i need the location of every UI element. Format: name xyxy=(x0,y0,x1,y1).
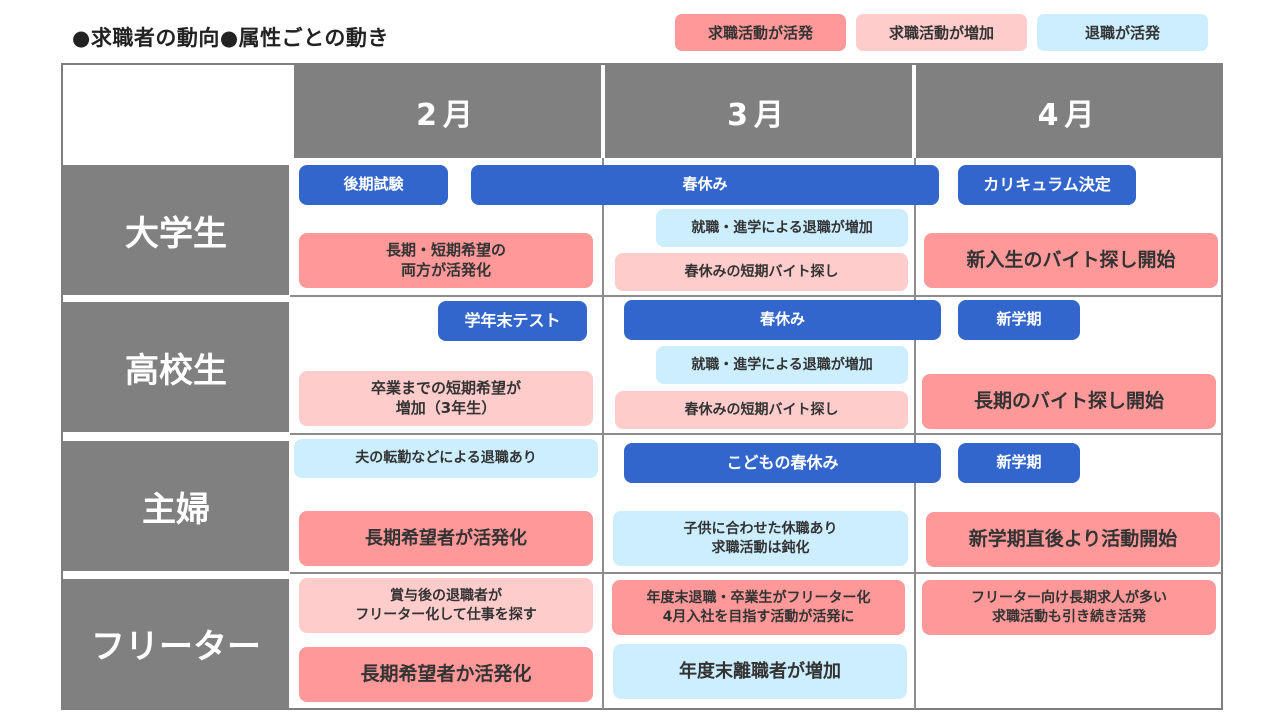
event-spring-break: 春休み xyxy=(624,300,941,340)
event-curriculum: カリキュラム決定 xyxy=(958,165,1136,205)
event-new-term: 新学期 xyxy=(958,300,1080,340)
legend-active: 求職活動が活発 xyxy=(675,14,846,51)
row-divider xyxy=(290,572,1222,574)
note-active: 長期のバイト探し開始 xyxy=(922,374,1216,429)
row-label-housewife: 主婦 xyxy=(63,441,289,571)
note-increase: 卒業までの短期希望が 増加（3年生） xyxy=(299,371,593,426)
legend-increase: 求職活動が増加 xyxy=(856,14,1027,51)
event-spring-break: 春休み xyxy=(471,165,939,205)
note-active: フリーター向け長期求人が多い 求職活動も引き続き活発 xyxy=(922,580,1216,635)
note-retire: 就職・進学による退職が増加 xyxy=(656,346,908,384)
note-retire: 就職・進学による退職が増加 xyxy=(656,209,908,247)
event-late-exam: 後期試験 xyxy=(299,165,448,205)
event-final-test: 学年末テスト xyxy=(438,301,587,341)
legend-retire: 退職が活発 xyxy=(1037,14,1208,51)
column-divider xyxy=(602,158,604,709)
note-active: 長期希望者か活発化 xyxy=(299,647,593,702)
row-label-highschool: 高校生 xyxy=(63,302,289,432)
column-header-mar: 3月 xyxy=(605,65,912,158)
schedule-table xyxy=(61,63,1223,710)
column-header-apr: 4月 xyxy=(916,65,1222,158)
note-retire: 夫の転勤などによる退職あり xyxy=(294,439,598,478)
note-retire: 子供に合わせた休職あり 求職活動は鈍化 xyxy=(613,511,908,566)
note-active: 新学期直後より活動開始 xyxy=(926,512,1220,567)
note-increase: 春休みの短期バイト探し xyxy=(615,253,908,291)
row-label-freeter: フリーター xyxy=(63,579,289,708)
note-increase: 賞与後の退職者が フリーター化して仕事を探す xyxy=(299,578,593,633)
note-active: 長期希望者が活発化 xyxy=(299,511,593,566)
row-divider xyxy=(290,433,1222,435)
column-divider xyxy=(914,158,916,709)
event-new-term: 新学期 xyxy=(958,443,1080,483)
note-active: 新入生のバイト探し開始 xyxy=(924,233,1218,288)
note-active: 年度末退職・卒業生がフリーター化 4月入社を目指す活動が活発に xyxy=(612,580,905,635)
note-increase: 春休みの短期バイト探し xyxy=(615,391,908,429)
note-active: 長期・短期希望の 両方が活発化 xyxy=(299,233,593,288)
column-header-feb: 2月 xyxy=(294,65,601,158)
row-divider xyxy=(290,295,1222,297)
event-kids-spring-break: こどもの春休み xyxy=(624,443,941,483)
page-title: ●求職者の動向●属性ごとの動き xyxy=(72,26,389,50)
row-label-university: 大学生 xyxy=(63,165,289,295)
note-retire: 年度末離職者が増加 xyxy=(613,644,907,699)
